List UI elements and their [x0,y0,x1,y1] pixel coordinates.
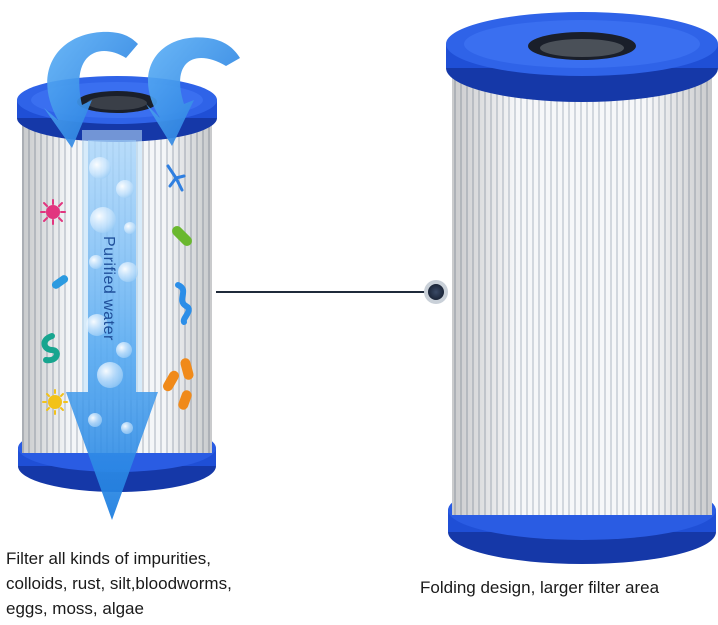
spore-icon [42,389,68,415]
blue-worm-icon [175,282,192,325]
orange-bacteria-icon [163,358,194,410]
flagellate-icon [166,164,186,192]
inflow-arrows [44,31,240,148]
caption-line: Filter all kinds of impurities, [6,549,212,568]
water-bubbles [86,157,138,434]
left-caption: Filter all kinds of impurities, colloids… [6,546,306,621]
bacteria-icon [51,275,69,289]
green-bacteria-icon [172,226,192,246]
caption-line: colloids, rust, silt,bloodworms, [6,574,232,593]
impurity-microbes [40,164,194,415]
right-filter-cartridge [446,12,718,564]
virus-icon [40,199,66,225]
connector [216,280,448,304]
right-caption: Folding design, larger filter area [420,578,660,597]
worm-icon [41,333,60,364]
caption-line: eggs, moss, algae [6,599,144,618]
purified-water-label: Purified water [100,236,117,341]
